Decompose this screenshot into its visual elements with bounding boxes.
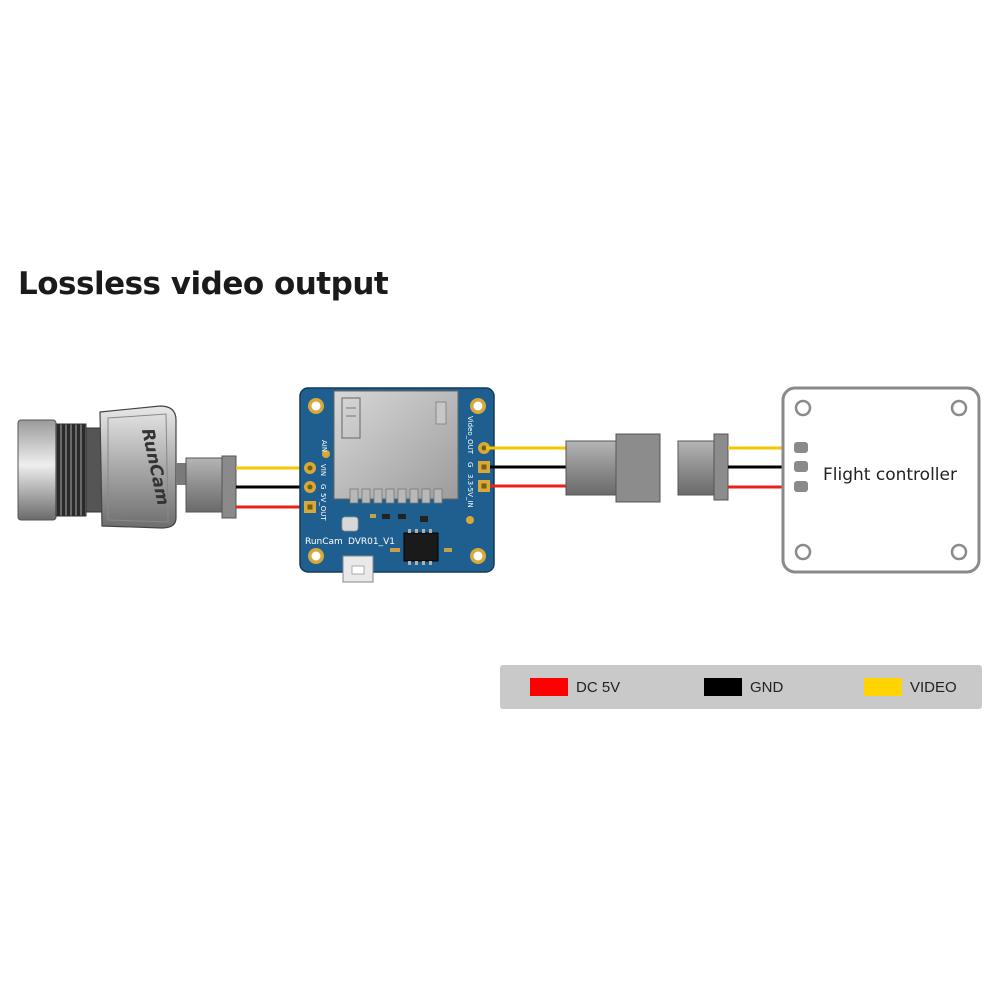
legend-swatch-dc5v (530, 678, 568, 696)
legend-swatch-gnd (704, 678, 742, 696)
fc-side-connector (677, 433, 729, 501)
sd-card-slot (333, 390, 459, 504)
page-title: Lossless video output (18, 266, 389, 302)
legend-item-video: VIDEO (864, 678, 957, 696)
board-button (342, 555, 374, 583)
flight-controller: Flight controller (781, 386, 981, 574)
legend-swatch-video (864, 678, 902, 696)
color-legend: DC 5V GND VIDEO (500, 665, 982, 709)
left-pin-label-vin: VIN (319, 464, 327, 476)
legend-item-dc5v: DC 5V (530, 678, 620, 696)
right-pads (466, 442, 490, 524)
left-pads (304, 450, 330, 513)
output-wires (486, 446, 566, 488)
lens-ring (55, 423, 87, 517)
camera: RunCam (17, 405, 186, 529)
dvr-board: AIN VIN G 5V_OUT Video_OUT G 3.3-5V_IN (299, 387, 495, 583)
legend-label-gnd: GND (750, 678, 784, 696)
camera-plug (185, 455, 237, 519)
legend-label-video: VIDEO (910, 678, 957, 696)
left-pin-label-g: G (319, 484, 327, 489)
flight-controller-label: Flight controller (823, 465, 957, 485)
camera-wires (236, 466, 308, 509)
right-pin-label-g: G (466, 462, 474, 467)
board-side-connector (565, 433, 661, 503)
legend-label-dc5v: DC 5V (576, 678, 621, 696)
left-pin-label-5v-out: 5V_OUT (319, 493, 327, 521)
legend-item-gnd: GND (704, 678, 783, 696)
ain-label: AIN (320, 440, 328, 452)
right-pin-label-3v3-5v-in: 3.3-5V_IN (466, 474, 474, 508)
board-model-label: DVR01_V1 (348, 537, 395, 547)
board-brand-label: RunCam (305, 537, 343, 547)
right-pin-label-video-out: Video_OUT (466, 416, 474, 455)
